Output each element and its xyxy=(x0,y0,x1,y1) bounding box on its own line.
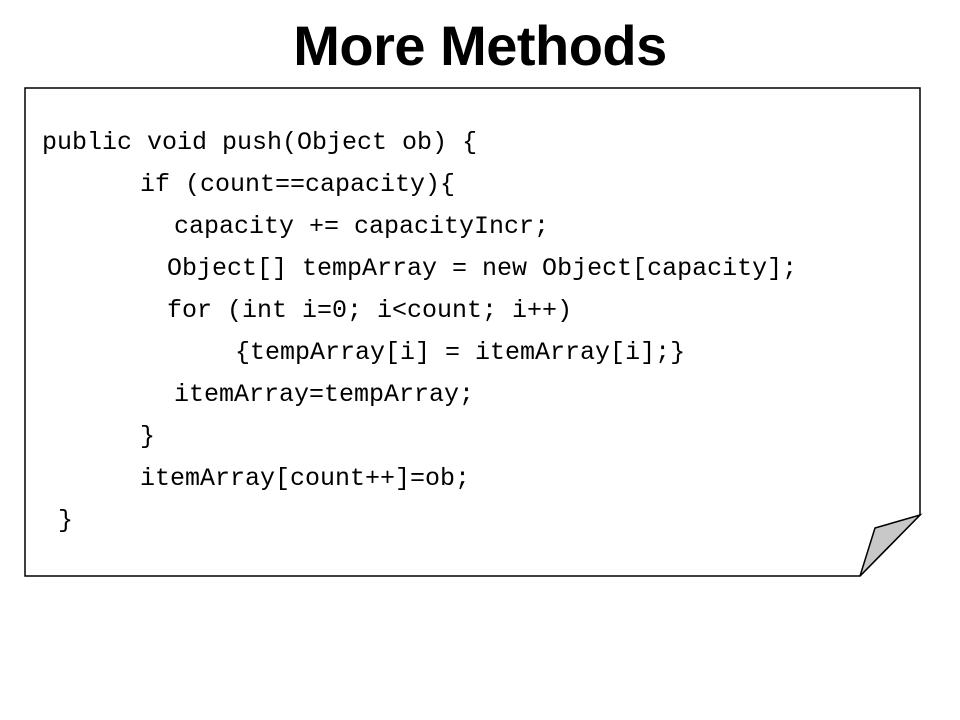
code-line-10: } xyxy=(58,506,74,535)
code-line-6: {tempArray[i] = itemArray[i];} xyxy=(235,338,686,367)
note-folded-corner-icon xyxy=(859,513,923,577)
slide-title: More Methods xyxy=(293,14,667,77)
code-line-2: if (count==capacity){ xyxy=(140,170,456,199)
code-line-4: Object[] tempArray = new Object[capacity… xyxy=(167,254,798,283)
note-body xyxy=(24,87,921,577)
code-line-1: public void push(Object ob) { xyxy=(42,128,478,157)
code-line-8: } xyxy=(140,422,156,451)
code-line-9: itemArray[count++]=ob; xyxy=(140,464,471,493)
code-line-7: itemArray=tempArray; xyxy=(174,380,475,409)
code-line-3: capacity += capacityIncr; xyxy=(174,212,550,241)
code-line-5: for (int i=0; i<count; i++) xyxy=(167,296,573,325)
